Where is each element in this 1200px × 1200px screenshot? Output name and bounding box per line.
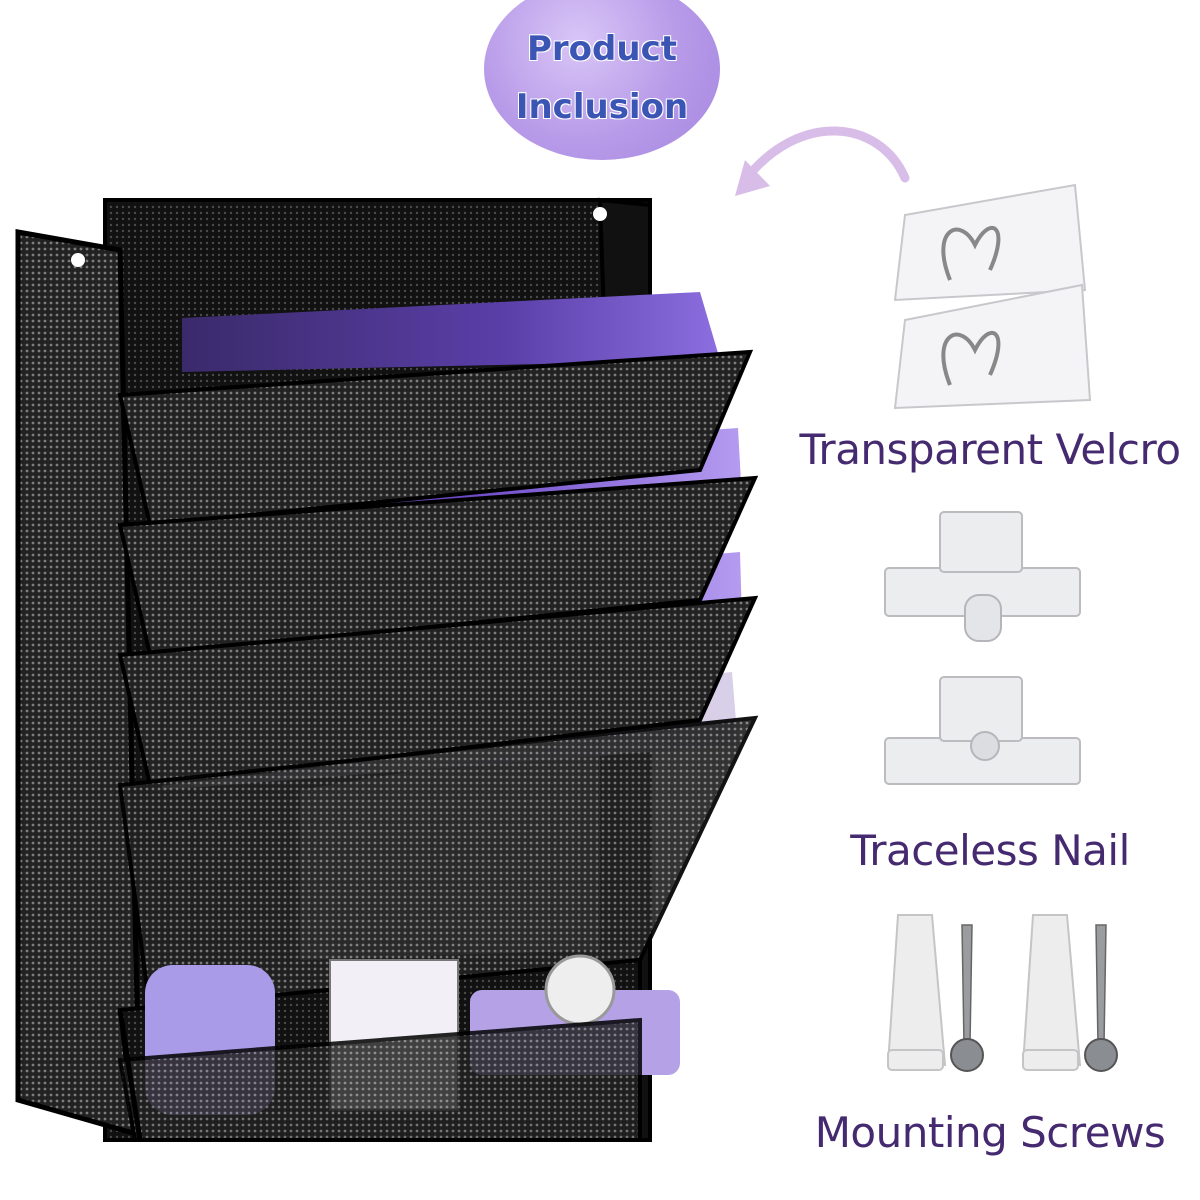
file-tray — [117, 349, 754, 528]
nail-caption: Traceless Nail — [850, 826, 1130, 875]
badge-line-2: Inclusion — [515, 87, 689, 127]
traceless-nail — [884, 676, 1081, 785]
badge-line-1: Product — [527, 29, 677, 69]
screw — [950, 924, 984, 1072]
wall-anchor — [886, 914, 947, 1071]
file-tray — [117, 475, 759, 658]
screw — [1084, 924, 1118, 1072]
wall-anchor — [1021, 914, 1082, 1071]
product-inclusion-badge: Product Inclusion — [484, 0, 720, 160]
traceless-nail — [884, 511, 1081, 642]
transparent-velcro-hook — [893, 283, 1092, 410]
file-tray — [117, 595, 759, 788]
magazine — [182, 292, 720, 372]
hanging-hole — [593, 207, 607, 221]
screws-caption: Mounting Screws — [814, 1108, 1166, 1157]
velcro-caption: Transparent Velcro — [799, 425, 1181, 474]
tape-roll — [544, 954, 616, 1026]
hanging-hole — [71, 253, 85, 267]
transparent-velcro-hook — [893, 183, 1087, 302]
curved-arrow-icon — [735, 126, 910, 196]
wall-file-organizer — [15, 197, 759, 1142]
